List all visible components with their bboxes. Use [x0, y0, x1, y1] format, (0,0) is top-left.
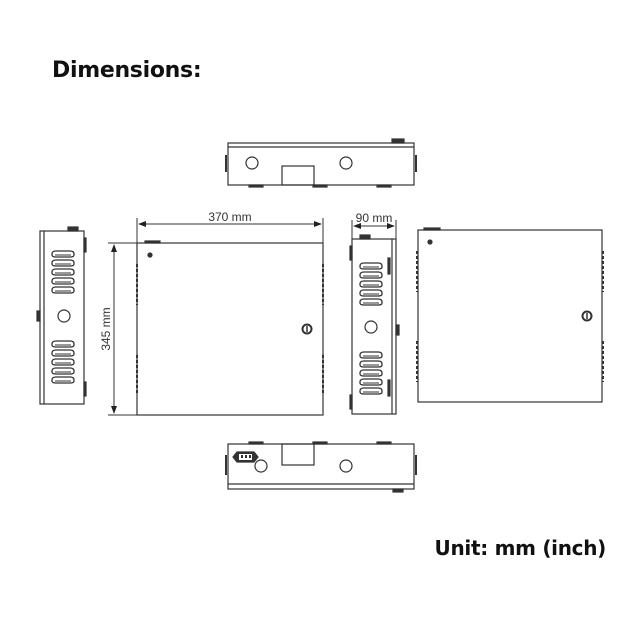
height-dimension-label: 345 mm: [99, 307, 113, 350]
depth-dimension-label: 90 mm: [356, 211, 393, 225]
page-title: Dimensions:: [52, 58, 202, 83]
depth-dimension: [351, 220, 397, 239]
back-view: [416, 227, 604, 403]
front-view: [136, 240, 324, 416]
bottom-view: [225, 441, 417, 493]
top-view: [225, 138, 417, 188]
power-inlet-icon: [232, 451, 259, 463]
width-dimension-label: 370 mm: [208, 210, 251, 224]
unit-label: Unit: mm (inch): [434, 536, 607, 560]
height-dimension: [108, 242, 137, 416]
left-side-view: [36, 226, 87, 405]
width-dimension: [136, 218, 324, 243]
right-side-view: [349, 234, 400, 415]
